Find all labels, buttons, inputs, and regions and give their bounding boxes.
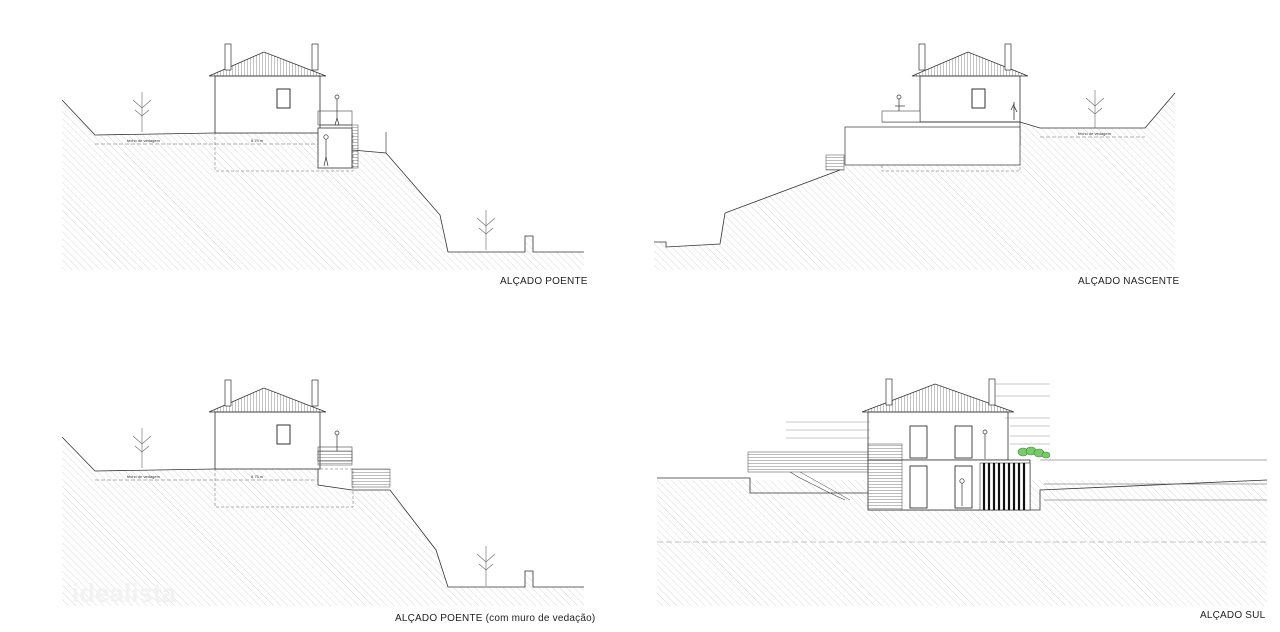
human-figure (959, 429, 988, 506)
exterior-stairs (789, 471, 846, 501)
human-figure (895, 94, 905, 111)
chimney (224, 43, 232, 71)
door (909, 465, 928, 509)
window (276, 88, 291, 109)
roof (208, 387, 327, 413)
retaining-wall (844, 126, 1021, 166)
elevation-nascente: fecho de vedagem (654, 43, 1176, 270)
garden-wall (1040, 459, 1267, 501)
elevation-sul (657, 378, 1268, 606)
window (971, 88, 986, 109)
chimney (1004, 43, 1012, 71)
window (276, 424, 291, 445)
chimney (311, 43, 319, 71)
foundation-outline (881, 164, 1021, 172)
roof (861, 383, 1015, 413)
house-wall (214, 411, 321, 470)
human-figure (323, 94, 340, 167)
roof (911, 51, 1029, 77)
fence-label: fecho de vedagem (1078, 131, 1112, 136)
terrain-section (62, 100, 584, 270)
shrub-symbol (1017, 446, 1051, 459)
stair-block (351, 124, 359, 169)
gate (825, 154, 845, 171)
chimney (885, 378, 893, 406)
drawing-title: ALÇADO POENTE (com muro de vedação) (395, 613, 596, 624)
garden-fence (747, 451, 869, 473)
chimney (988, 378, 996, 406)
clad-wall (867, 443, 903, 511)
fence-label: fecho de vedagem (127, 474, 161, 479)
wood-slat-screen (979, 462, 1031, 511)
boundary-wall (351, 468, 391, 488)
dimension-label: 6.75 m (251, 138, 264, 143)
lower-room (317, 127, 353, 169)
roof (208, 51, 327, 77)
elevation-poente-muro: fecho de vedagem 6.75 m (61, 379, 584, 606)
terrain-section (62, 437, 584, 606)
elevation-poente: fecho de vedagem 6.75 m (61, 43, 584, 270)
window (909, 425, 928, 459)
terrain-section (654, 93, 1175, 270)
dimension-label: 6.75 m (251, 474, 264, 479)
tree-symbol (1085, 90, 1105, 128)
terrace-railing (317, 110, 353, 126)
house-wall (214, 75, 321, 134)
human-figure (334, 430, 340, 451)
annotation-leaders (786, 383, 1050, 445)
chimney (224, 379, 232, 407)
window (954, 425, 973, 459)
house-foundation-outline (214, 468, 354, 508)
house-wall (919, 75, 1021, 123)
plant-symbol (1010, 102, 1018, 120)
door (954, 465, 973, 509)
drawing-title: ALÇADO POENTE (500, 276, 588, 287)
watermark-logo: idealista (72, 578, 177, 608)
drawing-title: ALÇADO NASCENTE (1078, 276, 1180, 287)
tree-symbol (132, 92, 496, 250)
fence-label: fecho de vedagem (127, 138, 161, 143)
tree-symbol (132, 428, 496, 586)
chimney (918, 43, 926, 71)
boundary-wall (317, 450, 353, 466)
chimney (311, 379, 319, 407)
drawing-title: ALÇADO SUL (1200, 610, 1266, 621)
planter-ledge (881, 110, 921, 123)
